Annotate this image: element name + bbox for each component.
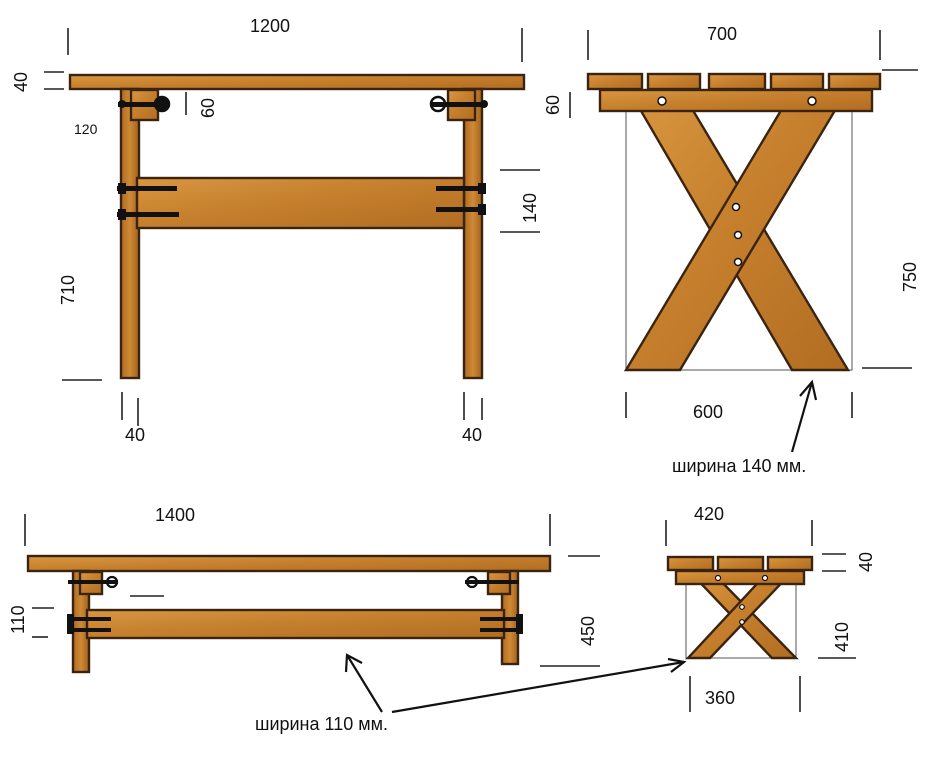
dim-bench-side-width: 420 [694, 504, 724, 524]
bench-top [26, 554, 552, 573]
table-leg-left [119, 87, 141, 380]
table-leg-right [462, 87, 484, 380]
table-front-view: 1200 40 60 120 140 710 40 40 [11, 16, 540, 445]
dim-table-width: 1200 [250, 16, 290, 36]
dim-bench-apron-height: 110 [8, 605, 28, 634]
bench-apron [85, 608, 506, 640]
bench-side-view: 420 40 410 360 [391, 504, 876, 714]
width-arrow-bench [344, 653, 383, 713]
dim-table-side-width: 700 [707, 24, 737, 44]
bench-top-slats [666, 555, 814, 572]
dim-table-leg-height: 710 [58, 275, 78, 305]
bench-side-apron [674, 569, 806, 586]
dim-table-leg-left: 40 [125, 425, 145, 445]
dim-table-leg-right: 40 [462, 425, 482, 445]
table-top-slats [586, 72, 882, 91]
bench-bolts [67, 575, 523, 634]
dim-bench-width: 1400 [155, 505, 195, 525]
dim-table-bracket-height: 60 [198, 98, 218, 118]
width-arrow-table [790, 379, 818, 453]
width-arrow-bench-side [391, 657, 687, 714]
dim-bench-top-thickness: 40 [856, 552, 876, 572]
dim-table-base-width: 600 [693, 402, 723, 422]
table-top [68, 73, 526, 91]
table-side-bolts [657, 96, 817, 267]
dim-bench-height: 450 [578, 616, 598, 646]
dim-bench-base-width: 360 [705, 688, 735, 708]
table-side-view: 700 60 750 600 ширина 140 мм. [543, 24, 920, 476]
dim-table-bracket-offset: 120 [74, 121, 98, 137]
table-bolts [117, 95, 488, 220]
dim-table-side-apron: 60 [543, 95, 563, 115]
bench-front-view: 1400 110 450 ширина 110 мм. [8, 505, 600, 734]
note-table-board-width: ширина 140 мм. [672, 456, 806, 476]
dim-table-height: 750 [900, 262, 920, 292]
table-apron [135, 176, 466, 230]
bench-side-bolts [714, 574, 769, 625]
dim-bench-frame-height: 410 [832, 622, 852, 652]
dim-table-top-thickness: 40 [11, 72, 31, 92]
note-bench-board-width: ширина 110 мм. [255, 714, 388, 734]
table-side-apron [598, 88, 874, 113]
dim-table-apron-height: 140 [520, 193, 540, 223]
